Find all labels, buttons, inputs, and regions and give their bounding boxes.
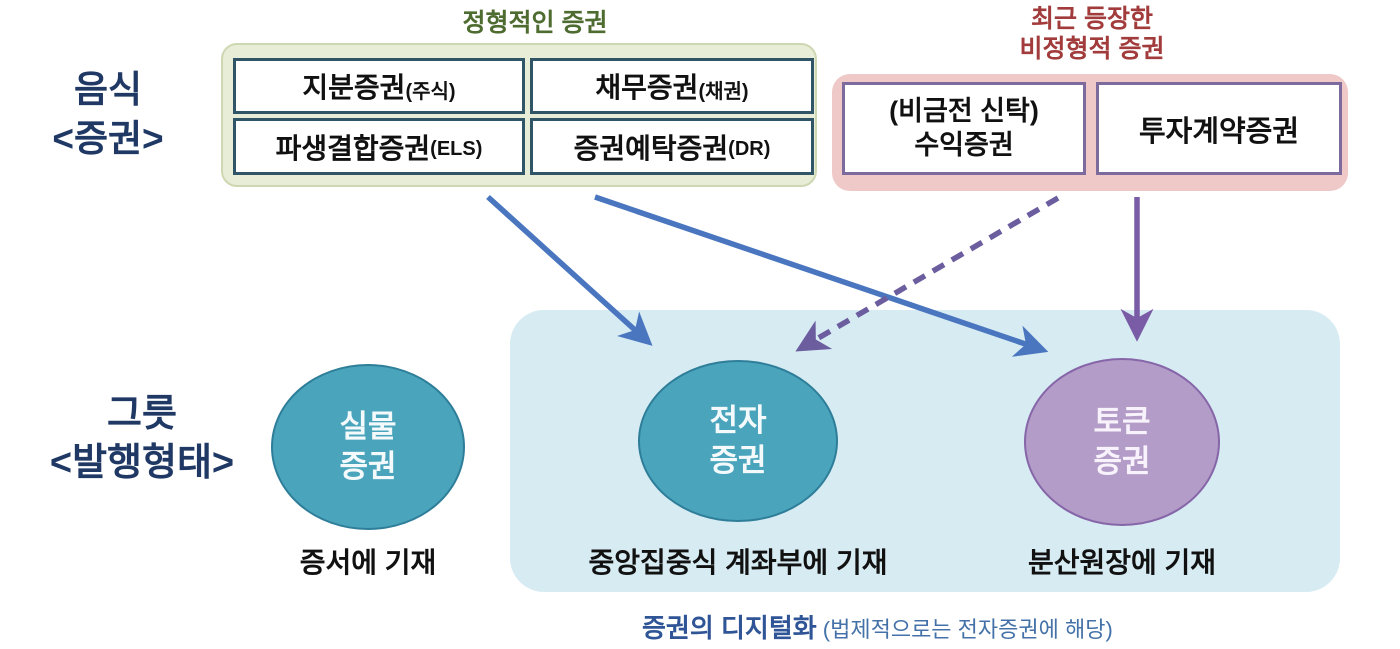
box-debt-securities: 채무증권(채권): [530, 58, 814, 114]
atypical-title-line1: 최근 등장한: [1031, 5, 1153, 33]
box-beneficiary-line1: (비금전 신탁): [889, 95, 1039, 126]
caption-electronic-recording: 중앙집중식 계좌부에 기재: [588, 547, 888, 578]
circle-token-line1: 토큰: [1093, 404, 1151, 440]
formal-securities-group: 지분증권(주식) 채무증권(채권) 파생결합증권(ELS) 증권예탁증권(DR): [221, 43, 817, 187]
axis-contents-line1: 음식: [73, 69, 143, 110]
box-depositary-receipts: 증권예탁증권(DR): [530, 118, 814, 175]
box-debt-qualifier: (채권): [698, 80, 749, 103]
box-investment-contract-securities: 투자계약증권: [1096, 82, 1342, 175]
box-depositary-label: 증권예탁증권: [573, 132, 729, 164]
circle-physical-securities: 실물 증권: [271, 364, 465, 530]
digitalization-footer-note: 증권의 디지털화 (법제적으로는 전자증권에 해당): [642, 608, 1113, 645]
axis-form-line2: <발행형태>: [49, 441, 235, 484]
formal-securities-title: 정형적인 증권: [463, 8, 608, 38]
circle-electronic-line1: 전자: [709, 403, 767, 439]
footer-note-bold: 증권의 디지털화: [642, 613, 817, 643]
box-equity-label: 지분증권: [302, 72, 406, 103]
footer-note-detail: (법제적으로는 전자증권에 해당): [816, 617, 1113, 642]
box-depositary-qualifier: (DR): [728, 138, 771, 160]
box-beneficiary-line2: 수익증권: [914, 129, 1014, 160]
circle-electronic-line2: 증권: [709, 443, 767, 478]
box-equity-securities: 지분증권(주식): [233, 58, 525, 114]
atypical-title-line2: 비정형적 증권: [1019, 35, 1165, 63]
formal-securities-title-text: 정형적인 증권: [462, 9, 608, 37]
axis-label-issuance-form: 그릇 <발행형태>: [50, 390, 234, 487]
box-beneficiary-certificates: (비금전 신탁) 수익증권: [842, 82, 1086, 175]
box-equity-qualifier: (주식): [405, 80, 456, 103]
box-derivative-qualifier: (ELS): [430, 138, 483, 160]
caption-physical-recording: 증서에 기재: [299, 547, 437, 578]
axis-form-line1: 그릇: [107, 393, 177, 435]
circle-token-securities: 토큰 증권: [1024, 358, 1220, 526]
box-debt-label: 채무증권: [595, 72, 699, 103]
box-investment-label: 투자계약증권: [1138, 115, 1300, 148]
circle-token-line2: 증권: [1093, 444, 1151, 479]
circle-physical-line2: 증권: [339, 449, 397, 484]
circle-physical-line1: 실물: [339, 409, 397, 445]
box-derivative-label: 파생결합증권: [275, 132, 431, 164]
circle-electronic-securities: 전자 증권: [638, 360, 838, 522]
axis-label-contents: 음식 <증권>: [52, 66, 163, 164]
atypical-securities-group: (비금전 신탁) 수익증권 투자계약증권: [832, 74, 1348, 191]
caption-token-recording: 분산원장에 기재: [1027, 547, 1217, 578]
box-derivative-linked-securities: 파생결합증권(ELS): [233, 118, 525, 175]
axis-contents-line2: <증권>: [52, 117, 164, 159]
atypical-securities-title: 최근 등장한 비정형적 증권: [1020, 4, 1165, 64]
